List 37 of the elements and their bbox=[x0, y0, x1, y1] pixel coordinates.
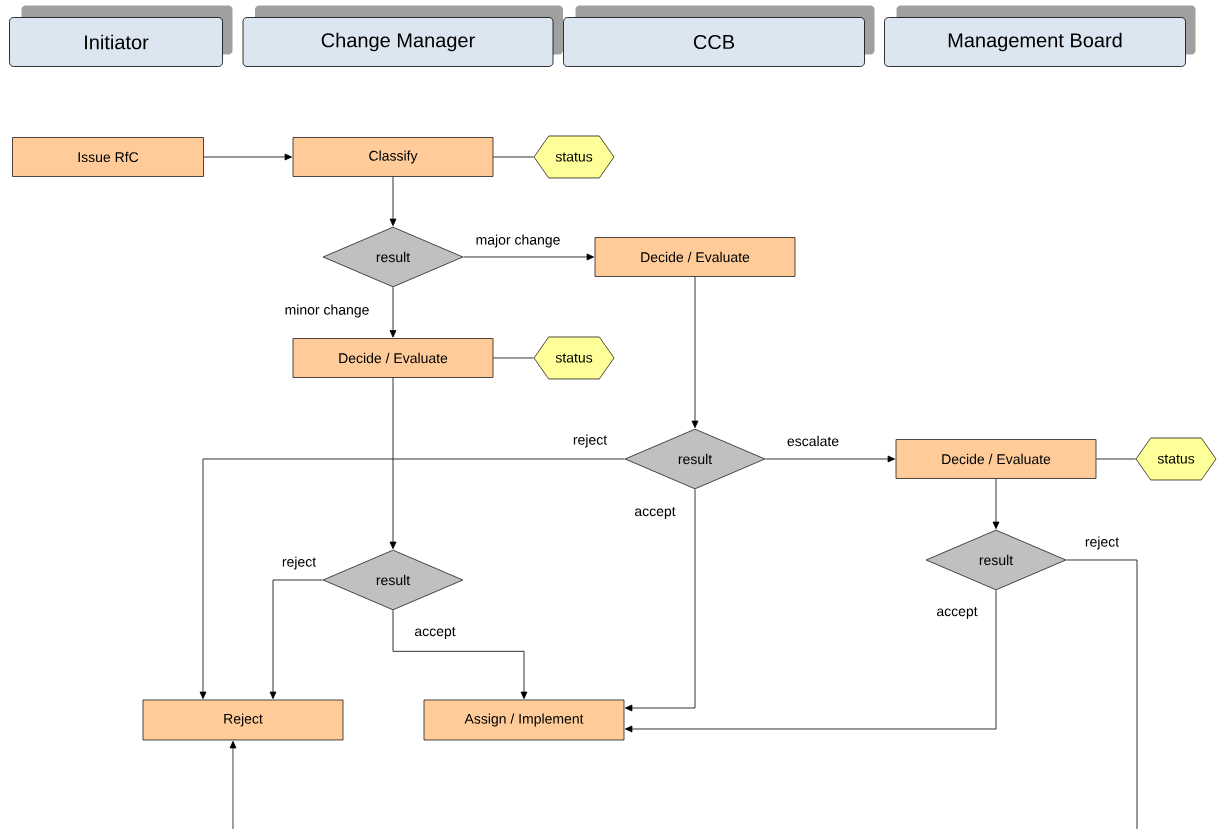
arrow bbox=[624, 589, 997, 733]
lane-header: CCB bbox=[563, 5, 875, 67]
process-box: Decide / Evaluate bbox=[594, 237, 796, 277]
lane-header: Change Manager bbox=[242, 5, 563, 67]
arrow bbox=[462, 253, 595, 261]
lane-header: Management Board bbox=[884, 5, 1196, 67]
arrow bbox=[389, 377, 397, 550]
edge-label: accept bbox=[935, 606, 979, 620]
arrow bbox=[764, 455, 896, 463]
process-box: Issue RfC bbox=[12, 137, 204, 177]
process-box: Decide / Evaluate bbox=[895, 439, 1097, 479]
edge-label: major change bbox=[474, 233, 562, 249]
arrow bbox=[199, 458, 626, 700]
arrow bbox=[392, 609, 528, 700]
process-box: Classify bbox=[292, 137, 494, 177]
edge-label: accept bbox=[413, 626, 457, 640]
arrow bbox=[389, 176, 397, 227]
process-box: Decide / Evaluate bbox=[292, 338, 494, 378]
arrow bbox=[389, 286, 397, 338]
status-hexagon: status bbox=[533, 135, 615, 179]
arrow bbox=[691, 276, 699, 429]
process-box: Assign / Implement bbox=[423, 699, 625, 741]
status-hexagon: status bbox=[533, 336, 615, 380]
arrow bbox=[992, 478, 1000, 530]
arrow bbox=[203, 153, 293, 161]
edge-label: reject bbox=[1083, 535, 1121, 551]
status-hexagon: status bbox=[1135, 437, 1217, 481]
edge-label: reject bbox=[280, 555, 318, 571]
arrow bbox=[269, 579, 324, 700]
edge-label: escalate bbox=[785, 434, 841, 448]
lane-header: Initiator bbox=[9, 5, 233, 67]
arrow bbox=[229, 740, 237, 829]
edge-label: reject bbox=[571, 433, 609, 449]
process-box: Reject bbox=[142, 699, 344, 741]
edge-label: accept bbox=[633, 506, 677, 520]
edge-label: minor change bbox=[283, 303, 371, 319]
arrow bbox=[624, 488, 696, 712]
